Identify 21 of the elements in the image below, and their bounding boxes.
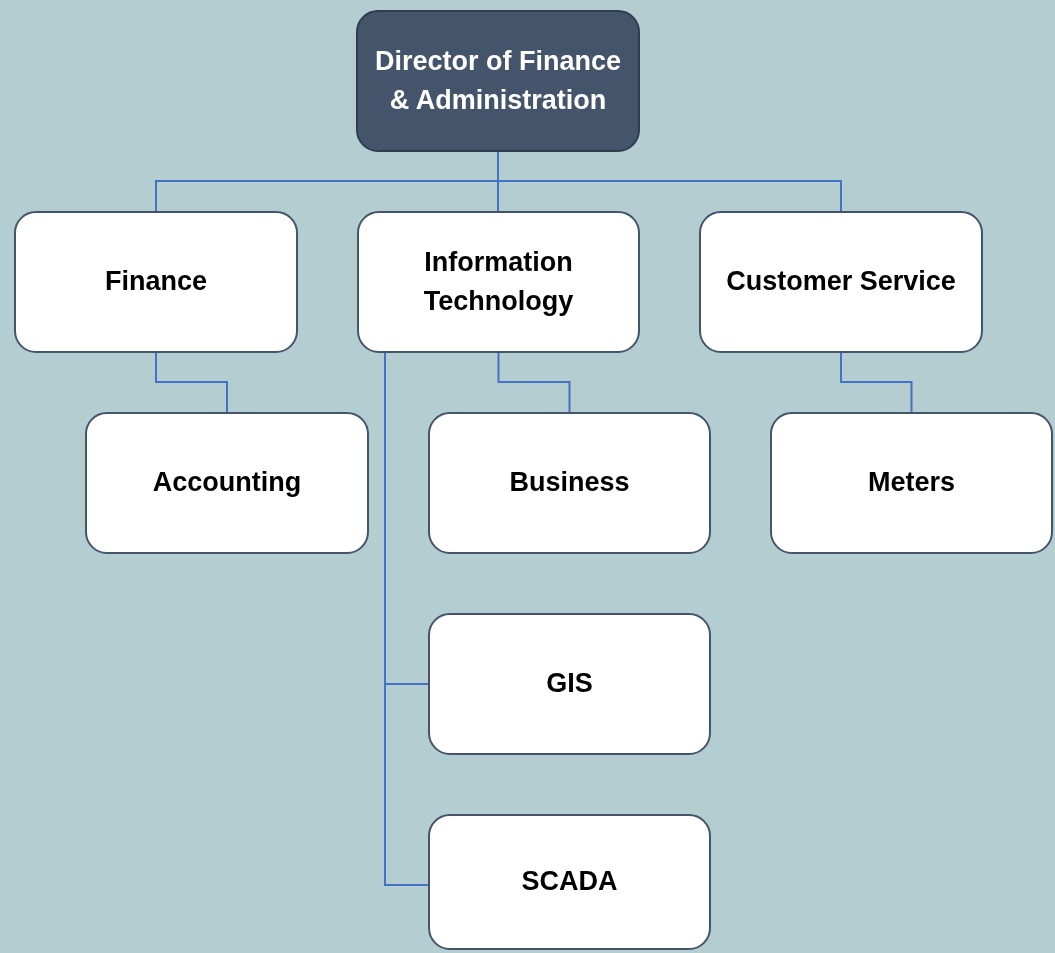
unit-box [428, 613, 711, 755]
unit-box [357, 211, 640, 353]
unit-name: Director of Finance & Administration [373, 44, 622, 117]
unit-name: Meters [867, 466, 955, 500]
unit-box [85, 412, 369, 554]
unit-box [428, 814, 711, 950]
unit-box [699, 211, 983, 353]
connector-line [840, 352, 913, 413]
unit-name: Accounting [152, 466, 302, 500]
unit-name: Finance [105, 265, 207, 299]
head-box [356, 10, 640, 152]
unit-name: SCADA [521, 865, 618, 899]
connector-line [155, 352, 228, 413]
unit-name: Customer Service [726, 265, 956, 299]
unit-box [770, 412, 1053, 554]
connector-line [497, 352, 571, 413]
unit-name: GIS [546, 667, 593, 701]
unit-name: Information Technology [422, 245, 575, 318]
unit-box [428, 412, 711, 554]
unit-box [14, 211, 298, 353]
unit-name: Business [509, 466, 630, 500]
